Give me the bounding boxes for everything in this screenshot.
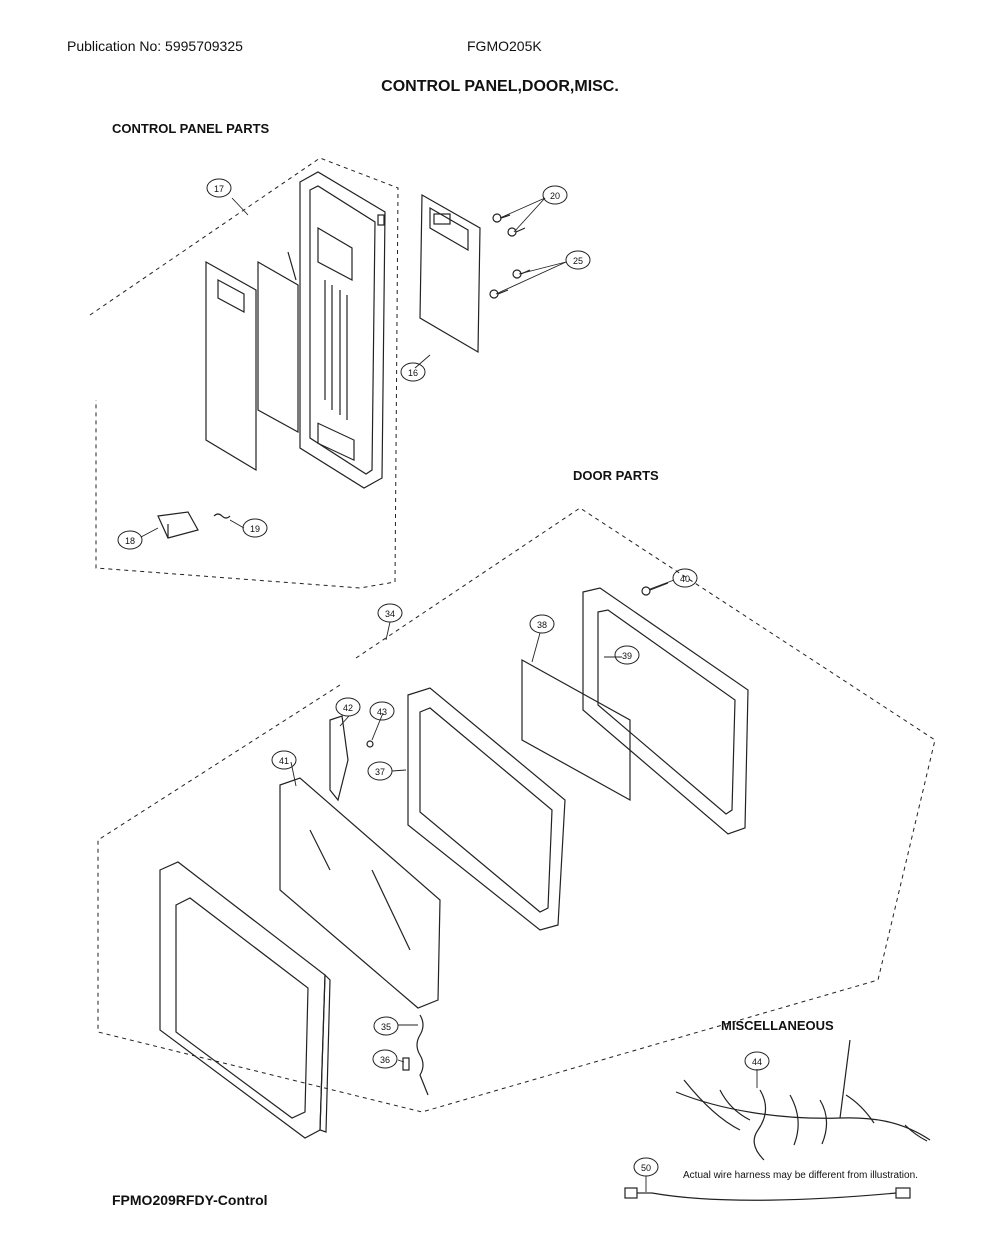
harness-part-50 — [624, 1187, 911, 1201]
callout-18: 18 — [117, 530, 143, 550]
callout-42: 42 — [335, 697, 361, 717]
circuit-board — [419, 193, 481, 354]
section-misc: MISCELLANEOUS — [721, 1018, 834, 1033]
callout-20: 20 — [542, 185, 568, 205]
svg-text:19: 19 — [250, 524, 260, 534]
part-18-cover — [157, 511, 199, 539]
callout-44: 44 — [744, 1051, 770, 1071]
control-panel-frame — [299, 171, 386, 489]
callout-40: 40 — [672, 568, 698, 588]
svg-text:40: 40 — [680, 574, 690, 584]
svg-text:18: 18 — [125, 536, 135, 546]
section-control-panel: CONTROL PANEL PARTS — [112, 121, 270, 136]
door-latch-spring — [402, 1014, 429, 1096]
callout-17: 17 — [206, 178, 232, 198]
svg-text:42: 42 — [343, 703, 353, 713]
callout-19: 19 — [242, 518, 268, 538]
callout-35: 35 — [373, 1016, 399, 1036]
callout-37: 37 — [367, 761, 393, 781]
svg-text:41: 41 — [279, 756, 289, 766]
page-title: CONTROL PANEL,DOOR,MISC. — [381, 78, 619, 95]
svg-text:50: 50 — [641, 1163, 651, 1173]
svg-text:37: 37 — [375, 767, 385, 777]
control-panel-group-outline — [89, 157, 399, 589]
callout-leaders — [140, 197, 758, 1192]
callout-25: 25 — [565, 250, 591, 270]
svg-text:17: 17 — [214, 184, 224, 194]
footer-model: FPMO209RFDY-Control — [112, 1192, 268, 1208]
callout-balloons: 17 20 25 16 18 19 34 40 38 39 42 43 41 3… — [117, 178, 770, 1177]
svg-text:16: 16 — [408, 368, 418, 378]
svg-text:39: 39 — [622, 651, 632, 661]
screw-40 — [641, 582, 669, 596]
wire-harness — [675, 1039, 931, 1161]
door-choke-frame — [582, 587, 749, 835]
door-glass — [279, 777, 441, 1009]
callout-38: 38 — [529, 614, 555, 634]
callout-50: 50 — [633, 1157, 659, 1177]
svg-text:20: 20 — [550, 191, 560, 201]
svg-text:36: 36 — [380, 1055, 390, 1065]
control-panel-sheets — [205, 251, 299, 472]
door-front-frame — [159, 861, 331, 1139]
door-latch-bar — [329, 715, 374, 802]
callout-36: 36 — [372, 1049, 398, 1069]
inner-door-frame — [407, 687, 566, 931]
svg-text:43: 43 — [377, 707, 387, 717]
callout-34: 34 — [377, 603, 403, 623]
svg-text:38: 38 — [537, 620, 547, 630]
publication-number: Publication No: 5995709325 — [67, 38, 243, 54]
callout-16: 16 — [400, 362, 426, 382]
callout-39: 39 — [614, 645, 640, 665]
harness-note: Actual wire harness may be different fro… — [683, 1170, 918, 1181]
screws-20-25 — [489, 213, 531, 299]
model-number: FGMO205K — [467, 38, 542, 54]
svg-text:44: 44 — [752, 1057, 762, 1067]
svg-text:25: 25 — [573, 256, 583, 266]
svg-text:34: 34 — [385, 609, 395, 619]
door-screen — [521, 658, 631, 802]
part-19-spring — [213, 513, 231, 519]
section-door: DOOR PARTS — [573, 468, 659, 483]
door-group-outline — [97, 507, 936, 1113]
svg-text:35: 35 — [381, 1022, 391, 1032]
callout-41: 41 — [271, 750, 297, 770]
callout-43: 43 — [369, 701, 395, 721]
